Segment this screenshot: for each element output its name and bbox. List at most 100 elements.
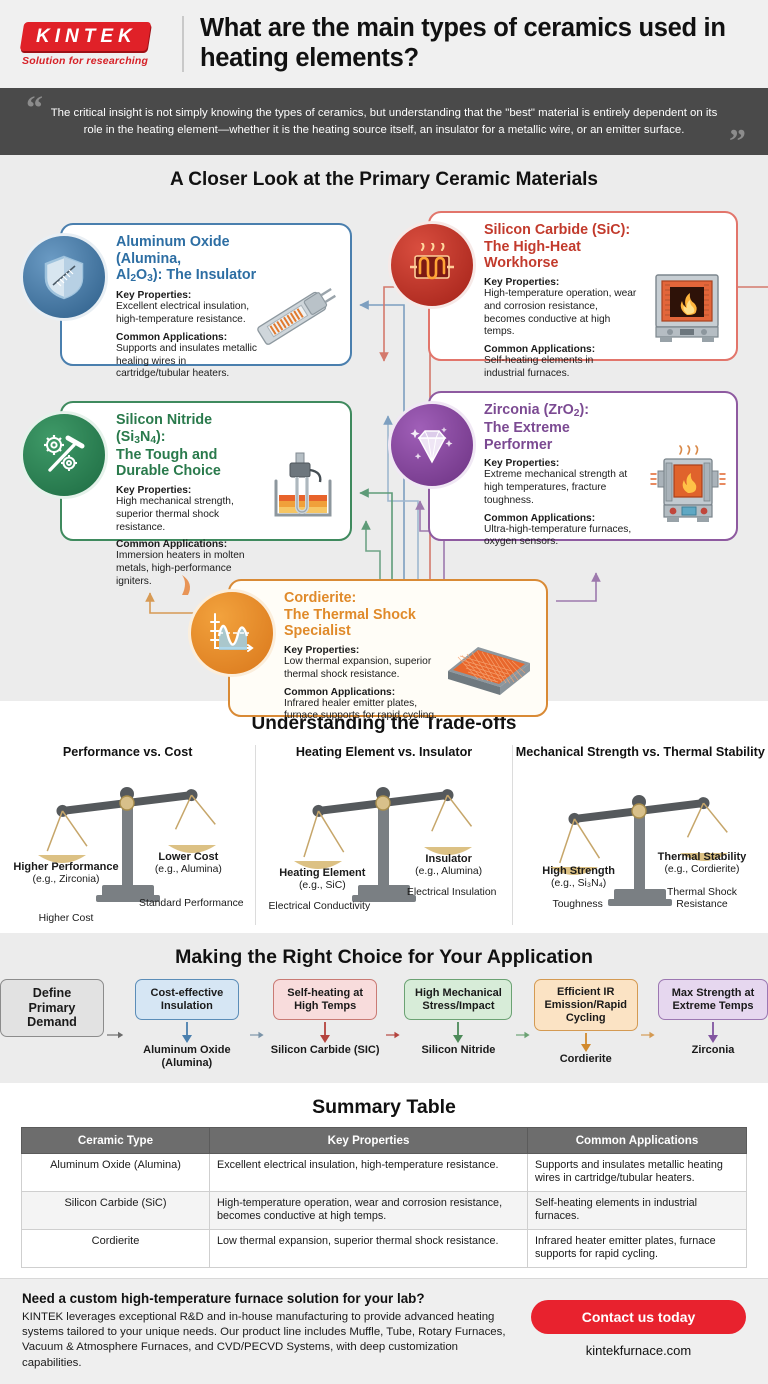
cell-key-properties: Excellent electrical insulation, high-te… [209,1153,528,1192]
key-properties-text: Extreme mechanical strength at high temp… [484,469,628,506]
card-title-line2: The High-Heat Workhorse [484,238,581,272]
key-properties-text: High mechanical strength, superior therm… [116,496,234,533]
scale-left-label: High Strength (e.g., Si₃N₄) [517,865,641,891]
cell-ceramic-type: Aluminum Oxide (Alumina) [21,1153,210,1192]
summary-table-section: Summary Table Ceramic Type Key Propertie… [0,1083,768,1278]
flow-step-box[interactable]: High Mechanical Stress/Impact [404,979,513,1020]
cell-common-applications: Infrared heater emitter plates, furnace … [527,1228,747,1268]
scale-left-label: Heating Element (e.g., SiC) [258,867,386,893]
material-card-silicon-carbide[interactable]: Silicon Carbide (SiC): The High-Heat Wor… [388,211,738,379]
shield-icon [20,233,108,321]
flow-step-box[interactable]: Self-heating at High Temps [273,979,378,1020]
material-card-silicon-nitride[interactable]: Silicon Nitride (Si3N4): The Tough and D… [20,401,352,587]
flow-node-5[interactable]: Max Strength at Extreme Temps Zirconia [658,979,768,1057]
heating-coil-glyph [410,243,454,280]
flow-node-1[interactable]: Cost-effective Insulation Aluminum Oxide… [127,979,247,1069]
decision-flow-section: Making the Right Choice for Your Applica… [0,933,768,1083]
card-title-line1: Cordierite: [284,590,357,606]
scale-left-label: Higher Performance (e.g., Zirconia) [6,861,126,887]
balance-scale-icon [293,787,473,902]
card-title: Silicon Nitride (Si3N4): The Tough and D… [116,412,221,480]
scale-illustration [256,767,511,917]
page-title: What are the main types of ceramics used… [200,14,726,72]
materials-section-heading: A Closer Look at the Primary Ceramic Mat… [169,169,598,190]
col-key-properties: Key Properties [209,1127,528,1154]
scale-illustration [0,767,255,917]
contact-us-button[interactable]: Contact us today [531,1299,746,1334]
card-body: Silicon Nitride (Si3N4): The Tough and D… [116,412,257,589]
common-applications-text: Immersion heaters in molten metals, high… [116,550,245,587]
flow-node-4[interactable]: Efficient IR Emission/Rapid Cycling Cord… [533,979,638,1066]
flow-step-box[interactable]: Max Strength at Extreme Temps [658,979,768,1020]
flow-start-box[interactable]: Define Primary Demand [0,979,104,1037]
flow-node-start[interactable]: Define Primary Demand [0,979,104,1037]
logo-badge: KINTEK [19,21,152,51]
website-url[interactable]: kintekfurnace.com [585,1342,692,1358]
hammer-gear-glyph [44,435,85,472]
scale-right-sub: (e.g., Cordierite) [664,864,740,876]
scale-right-bold: Insulator [425,853,472,865]
key-insight-quote: “ The critical insight is not simply kno… [0,88,768,159]
flow-step-box[interactable]: Cost-effective Insulation [134,979,239,1020]
common-applications-text: Supports and insulates metallic healing … [116,342,258,380]
col-common-applications: Common Applications [527,1127,747,1154]
common-applications-label: Common Applications: [116,539,228,551]
flow-arrow-down-icon [708,1022,718,1043]
logo-wordmark: KINTEK [36,25,137,47]
cell-key-properties: Low thermal expansion, superior thermal … [209,1228,528,1268]
key-properties-text: Excellent electrical insulation, high-te… [116,301,250,326]
flow-result-label: Silicon Nitride [421,1044,496,1056]
tradeoffs-heading: Understanding the Trade-offs [251,713,517,734]
card-title-line2: The Thermal Shock Specialist [284,606,416,640]
cell-key-properties: High-temperature operation, wear and cor… [209,1190,528,1230]
tradeoff-scale-element-insulator: Heating Element vs. Insulator [255,745,511,925]
quote-close-icon: ” [729,123,746,160]
summary-table-heading: Summary Table [312,1096,456,1118]
cell-common-applications: Supports and insulates metallic heating … [527,1153,747,1192]
flow-arrow-down-icon [320,1022,331,1043]
key-properties-text: High-temperature operation, wear and cor… [484,288,637,338]
card-title: Cordierite: The Thermal Shock Specialist [284,590,443,640]
emitter-plate-illustration [448,647,530,695]
flow-node-2[interactable]: Self-heating at High Temps Silicon Carbi… [267,979,383,1057]
key-properties-text: Low thermal expansion, superior thermal … [284,656,432,680]
table-row: Silicon Carbide (SiC) High-temperature o… [21,1190,747,1230]
cell-ceramic-type: Cordierite [21,1228,210,1268]
scale-title: Mechanical Strength vs. Thermal Stabilit… [515,745,765,759]
table-header-row: Ceramic Type Key Properties Common Appli… [21,1127,747,1154]
flow-arrow-down-icon [181,1022,192,1043]
common-applications-label: Common Applications: [116,331,228,343]
key-properties-label: Key Properties: [484,458,560,470]
material-card-cordierite[interactable]: Cordierite: The Thermal Shock Specialist… [188,579,548,721]
scale-right-foot: Thermal Shock Resistance [667,887,737,911]
key-properties-label: Key Properties: [116,290,192,302]
scale-left-bold: Higher Performance [13,861,119,873]
col-ceramic-type: Ceramic Type [21,1127,210,1154]
flow-arrow-down-icon [453,1022,464,1043]
scale-illustration [513,781,768,921]
tradeoff-scale-strength-stability: Mechanical Strength vs. Thermal Stabilit… [511,745,768,925]
common-applications-text: Self-heating elements in industrial furn… [484,355,594,379]
flow-arrow-right-icon [516,1031,531,1039]
card-title-line1: Silicon Carbide (SiC): [484,222,631,238]
flow-node-3[interactable]: High Mechanical Stress/Impact Silicon Ni… [403,979,513,1057]
material-card-alumina[interactable]: Aluminum Oxide (Alumina, Al2O3): The Ins… [20,223,352,379]
diamond-icon [388,401,476,489]
waveform-chart-icon [188,589,276,677]
scale-left-sub: (e.g., SiC) [298,880,346,892]
flow-step-box[interactable]: Efficient IR Emission/Rapid Cycling [533,979,638,1032]
scale-left-sub: (e.g., Si₃N₄) [551,878,607,890]
flow-arrow-right-icon [249,1031,264,1039]
material-card-zirconia[interactable]: Zirconia (ZrO2): The Extreme Performer K… [388,391,738,547]
diamond-glyph [410,427,453,464]
common-applications-text: Ultra-high-temperature furnaces, oxygen … [484,523,632,548]
scale-left-bold: High Strength [542,865,616,877]
scale-title: Performance vs. Cost [62,745,193,759]
logo-tagline: Solution for researching [22,54,149,67]
hammer-gear-icon [20,411,108,499]
summary-table: Ceramic Type Key Properties Common Appli… [21,1127,747,1268]
materials-card-grid: Aluminum Oxide (Alumina, Al2O3): The Ins… [0,201,768,721]
scale-title: Heating Element vs. Insulator [295,745,473,759]
scale-right-bold: Thermal Stability [657,851,747,863]
